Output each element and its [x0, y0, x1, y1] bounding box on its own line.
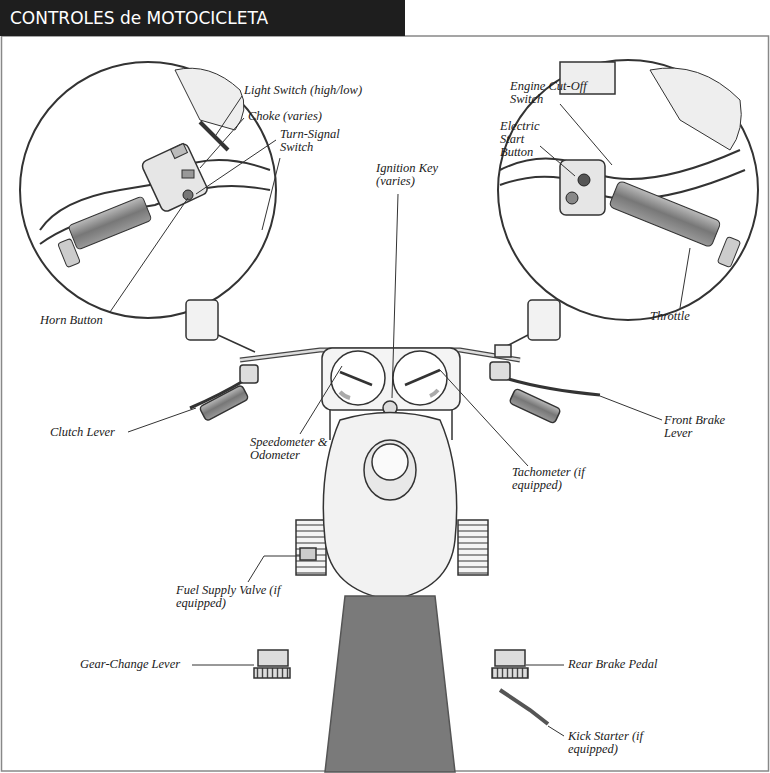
- part-label: Kick Starter (if equipped): [568, 730, 678, 756]
- part-label: Choke (varies): [248, 110, 358, 123]
- part-label: Tachometer (if equipped): [512, 466, 602, 492]
- part-label: Engine Cut-Off Switch: [510, 80, 590, 106]
- title-bar: CONTROLES de MOTOCICLETA: [0, 0, 405, 36]
- part-label: Fuel Supply Valve (if equipped): [176, 584, 310, 610]
- part-label: Front Brake Lever: [664, 414, 734, 440]
- title-text: CONTROLES de MOTOCICLETA: [0, 0, 405, 36]
- part-label: Electric Start Button: [500, 120, 548, 159]
- leader-lines: [110, 96, 690, 736]
- part-label: Throttle: [650, 310, 730, 323]
- part-label: Turn-Signal Switch: [280, 128, 352, 154]
- part-label: Horn Button: [40, 314, 150, 327]
- part-label: Clutch Lever: [50, 426, 150, 439]
- part-label: Gear-Change Lever: [80, 658, 192, 671]
- part-label: Light Switch (high/low): [244, 84, 404, 97]
- left-detail-circle: [20, 62, 276, 318]
- part-label: Speedometer & Odometer: [250, 436, 346, 462]
- part-label: Ignition Key (varies): [376, 162, 460, 188]
- part-label: Rear Brake Pedal: [568, 658, 688, 671]
- right-detail-circle: [498, 60, 758, 320]
